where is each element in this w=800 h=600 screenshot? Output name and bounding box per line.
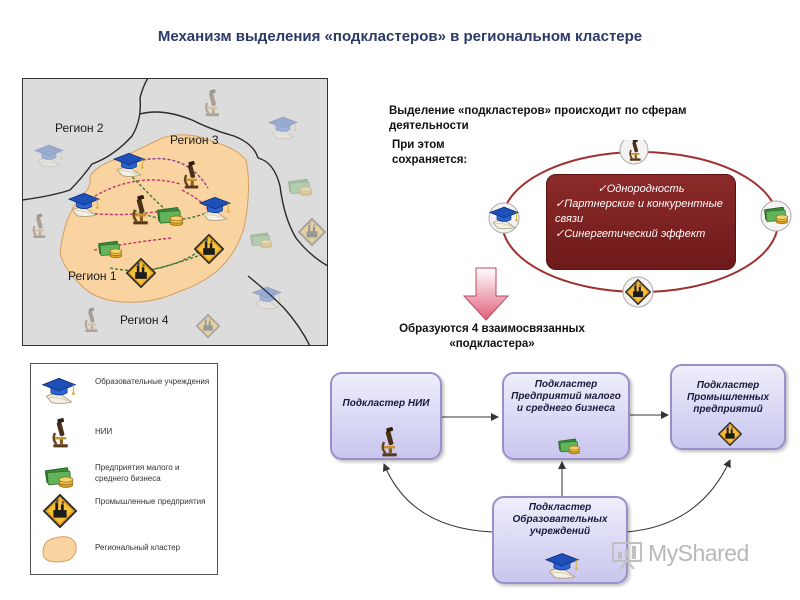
microscope-icon bbox=[381, 426, 398, 458]
subcluster-small-business-label: Подкластер Предприятий малого и среднего… bbox=[511, 379, 621, 414]
page-title: Механизм выделения «подкластеров» в реги… bbox=[157, 28, 643, 45]
legend-item: НИИ bbox=[37, 414, 215, 454]
legend-label: Промышленные предприятия bbox=[95, 497, 206, 506]
region-3-label: Регион 3 bbox=[170, 133, 219, 147]
legend-item: Промышленные предприятия bbox=[37, 492, 215, 532]
cluster-map: Регион 2 Регион 3 Регион 1 Регион 4 bbox=[22, 78, 328, 346]
intro-text: Выделение «подкластеров» происходит по с… bbox=[389, 105, 687, 132]
region-4-label: Регион 4 bbox=[120, 313, 169, 327]
subcluster-industrial-box: Подкластер Промышленных предприятий bbox=[670, 364, 786, 450]
subcluster-education-box: Подкластер Образовательных учреждений bbox=[492, 496, 628, 584]
feature-item: ✓Партнерские и конкурентные связи bbox=[555, 198, 723, 225]
presentation-board-icon bbox=[612, 542, 642, 570]
cluster-blob-icon bbox=[42, 536, 77, 563]
keep-text: При этом сохраняется: bbox=[392, 139, 468, 166]
graduation-cap-icon bbox=[545, 553, 579, 579]
subcluster-nii-label: Подкластер НИИ bbox=[342, 398, 430, 409]
flow-arrows bbox=[382, 411, 731, 533]
microscope-icon bbox=[619, 140, 649, 165]
watermark-text: MyShared bbox=[648, 540, 749, 566]
legend-label: НИИ bbox=[95, 427, 113, 436]
legend-item: Предприятия малого и среднего бизнеса bbox=[37, 458, 215, 498]
factory-diamond-icon bbox=[43, 494, 77, 528]
money-coins-icon bbox=[44, 467, 74, 488]
legend: Образовательные учреждения НИИ Предприят… bbox=[30, 363, 218, 575]
graduation-cap-icon bbox=[488, 202, 520, 234]
down-arrow-icon bbox=[462, 267, 510, 321]
legend-label: Предприятия малого и среднего бизнеса bbox=[95, 463, 180, 483]
factory-diamond-icon bbox=[622, 276, 654, 308]
preserved-properties-box: ✓Однородность ✓Партнерские и конкурентны… bbox=[546, 174, 736, 270]
region-1-label: Регион 1 bbox=[68, 269, 117, 283]
graduation-cap-icon bbox=[42, 377, 76, 404]
subcluster-flow: Подкластер НИИ Подкластер Предприятий ма… bbox=[320, 360, 800, 600]
feature-item: ✓Синергетический эффект bbox=[555, 228, 706, 240]
legend-item: Образовательные учреждения bbox=[37, 372, 215, 412]
watermark: MyShared bbox=[608, 536, 798, 572]
microscope-icon bbox=[52, 416, 70, 449]
legend-label: Региональный кластер bbox=[95, 543, 181, 552]
legend-label: Образовательные учреждения bbox=[95, 377, 210, 386]
regional-cluster-shape bbox=[59, 134, 250, 303]
subcluster-education-label: Подкластер Образовательных учреждений bbox=[512, 502, 608, 537]
subcluster-small-business-box: Подкластер Предприятий малого и среднего… bbox=[502, 372, 630, 460]
feature-item: ✓Однородность bbox=[597, 183, 685, 195]
legend-item: Региональный кластер bbox=[37, 530, 215, 570]
money-coins-icon bbox=[558, 438, 581, 455]
result-text: Образуются 4 взаимосвязанных «подкластер… bbox=[399, 323, 585, 350]
preserved-properties-ring bbox=[488, 140, 792, 308]
factory-diamond-icon bbox=[718, 422, 742, 446]
money-coins-icon bbox=[760, 200, 792, 232]
region-2-label: Регион 2 bbox=[55, 121, 104, 135]
subcluster-nii-box: Подкластер НИИ bbox=[330, 372, 442, 460]
subcluster-industrial-label: Подкластер Промышленных предприятий bbox=[686, 380, 770, 415]
